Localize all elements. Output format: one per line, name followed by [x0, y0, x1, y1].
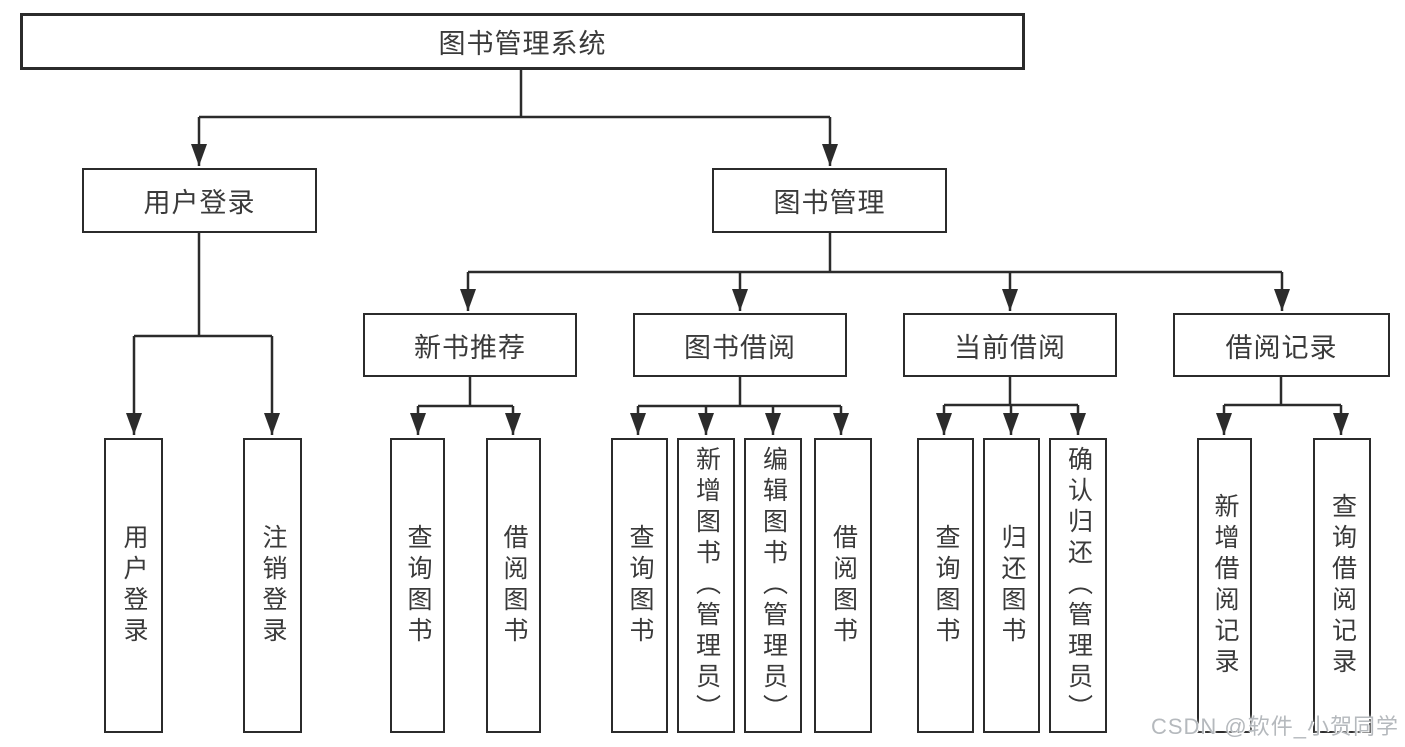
leaf-user-login: 用户登录 — [104, 438, 163, 733]
leaf-label: 用户登录 — [120, 523, 148, 648]
connector-backbone — [134, 70, 1341, 408]
leaf-query-books-current: 查询图书 — [917, 438, 974, 733]
node-borrow-records: 借阅记录 — [1173, 313, 1390, 377]
leaf-logout: 注销登录 — [243, 438, 302, 733]
leaf-label: 查询图书 — [626, 523, 654, 648]
node-label: 借阅记录 — [1225, 332, 1338, 363]
leaf-label: 查询借阅记录 — [1328, 492, 1357, 679]
node-library-system: 图书管理系统 — [20, 13, 1025, 70]
node-user-login: 用户登录 — [82, 168, 317, 233]
leaf-label: 注销登录 — [259, 523, 287, 648]
node-book-management: 图书管理 — [712, 168, 947, 233]
leaf-query-books-borrow: 查询图书 — [611, 438, 668, 733]
node-new-book-recommend: 新书推荐 — [363, 313, 577, 377]
leaf-query-borrow-record: 查询借阅记录 — [1313, 438, 1371, 733]
leaf-query-books-recommend: 查询图书 — [390, 438, 445, 733]
leaf-label: 新增借阅记录 — [1211, 492, 1239, 679]
leaf-label: 确认归还（管理员） — [1064, 446, 1093, 725]
arrowheads — [126, 117, 1349, 435]
node-label: 图书管理系统 — [438, 29, 607, 59]
leaf-borrow-books-recommend: 借阅图书 — [486, 438, 541, 733]
leaf-confirm-return-admin: 确认归还（管理员） — [1049, 438, 1107, 733]
leaf-label: 借阅图书 — [500, 523, 528, 648]
leaf-label: 查询图书 — [932, 523, 960, 648]
leaf-label: 查询图书 — [404, 523, 432, 648]
node-label: 图书管理 — [773, 188, 886, 218]
leaf-return-books: 归还图书 — [983, 438, 1040, 733]
leaf-add-borrow-record: 新增借阅记录 — [1197, 438, 1252, 733]
leaf-borrow-books: 借阅图书 — [814, 438, 872, 733]
node-label: 新书推荐 — [414, 332, 526, 363]
node-book-borrow: 图书借阅 — [633, 313, 847, 377]
leaf-label: 借阅图书 — [829, 523, 858, 648]
leaf-label: 编辑图书（管理员） — [759, 446, 788, 725]
node-label: 图书借阅 — [684, 332, 796, 363]
leaf-edit-book-admin: 编辑图书（管理员） — [744, 438, 802, 733]
leaf-add-book-admin: 新增图书（管理员） — [677, 438, 735, 733]
leaf-label: 归还图书 — [998, 523, 1026, 648]
node-label: 用户登录 — [143, 188, 256, 218]
leaf-label: 新增图书（管理员） — [692, 446, 721, 725]
watermark: CSDN @软件_小贺同学 — [1150, 714, 1399, 739]
node-current-borrow: 当前借阅 — [903, 313, 1117, 377]
node-label: 当前借阅 — [954, 332, 1066, 363]
